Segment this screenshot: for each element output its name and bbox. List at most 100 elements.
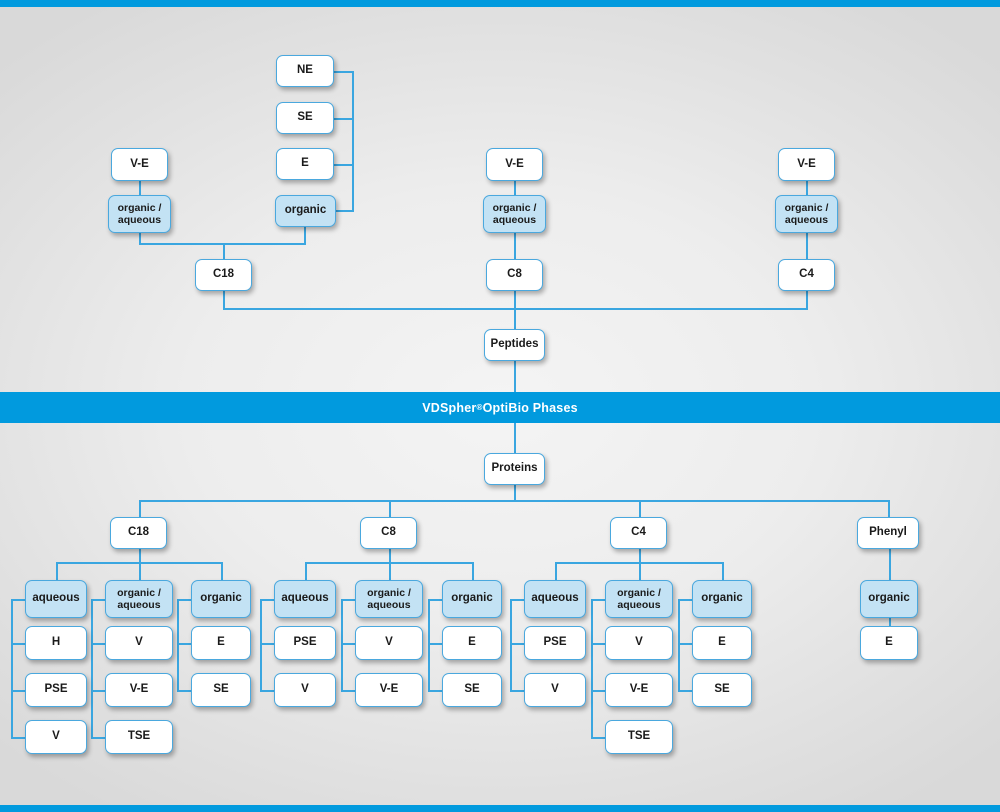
proteins-c4-group-0-item-1[interactable]: V bbox=[524, 673, 586, 707]
proteins-phenyl-group-0-header[interactable]: organic bbox=[860, 580, 918, 618]
proteins-c18-group-2-item-1[interactable]: SE bbox=[191, 673, 251, 707]
connector-bus-to-peptides bbox=[514, 308, 516, 329]
node-label: V bbox=[385, 636, 393, 649]
proteins-c8-group-1-header[interactable]: organic /aqueous bbox=[355, 580, 423, 618]
node-label: SE bbox=[464, 683, 480, 696]
proteins-c8-group-0-item-0[interactable]: PSE bbox=[274, 626, 336, 660]
peptides-c8-ve-node[interactable]: V-E bbox=[486, 148, 543, 181]
connector-oa-down bbox=[139, 233, 141, 243]
connector-branch-down-0 bbox=[139, 549, 141, 562]
banner-text-before: VDSpher bbox=[422, 400, 477, 415]
connector-c18-merge-bus bbox=[139, 243, 306, 245]
node-label: organic bbox=[868, 592, 910, 605]
connector-bus-to-branch-2 bbox=[639, 500, 641, 517]
node-label: organic bbox=[701, 592, 743, 605]
proteins-branch-c18-node[interactable]: C18 bbox=[110, 517, 167, 549]
connector-bus-to-header-1-0 bbox=[260, 599, 274, 601]
proteins-c18-group-1-header[interactable]: organic /aqueous bbox=[105, 580, 173, 618]
connector-e-to-bus bbox=[334, 164, 354, 166]
proteins-c18-group-1-item-2[interactable]: TSE bbox=[105, 720, 173, 754]
proteins-c4-group-2-header[interactable]: organic bbox=[692, 580, 752, 618]
proteins-c4-group-1-header[interactable]: organic /aqueous bbox=[605, 580, 673, 618]
connector-phenyl-down bbox=[889, 549, 891, 580]
proteins-c18-group-2-item-0[interactable]: E bbox=[191, 626, 251, 660]
proteins-branch-c4-node[interactable]: C4 bbox=[610, 517, 667, 549]
proteins-c8-group-1-item-1[interactable]: V-E bbox=[355, 673, 423, 707]
connector-proteins-bus bbox=[139, 500, 890, 502]
connector-bus-to-header-2-1 bbox=[591, 599, 605, 601]
peptides-c18-organic-aqueous-node[interactable]: organic /aqueous bbox=[108, 195, 171, 233]
connector-group-bus-0-1 bbox=[91, 599, 93, 737]
peptides-c4-ve-node[interactable]: V-E bbox=[778, 148, 835, 181]
proteins-c8-group-2-item-0[interactable]: E bbox=[442, 626, 502, 660]
node-label: E bbox=[301, 157, 309, 170]
connector-bus-to-item-0-0-1 bbox=[11, 690, 25, 692]
peptides-c8-node[interactable]: C8 bbox=[486, 259, 543, 291]
proteins-c8-group-0-item-1[interactable]: V bbox=[274, 673, 336, 707]
proteins-c4-group-2-item-0[interactable]: E bbox=[692, 626, 752, 660]
proteins-c18-group-0-header[interactable]: aqueous bbox=[25, 580, 87, 618]
proteins-c18-group-0-item-0[interactable]: H bbox=[25, 626, 87, 660]
proteins-phenyl-item-0[interactable]: E bbox=[860, 626, 918, 660]
connector-merge-to-c18 bbox=[223, 243, 225, 259]
connector-bus-to-item-1-0-0 bbox=[260, 643, 274, 645]
connector-bus-to-item-0-2-0 bbox=[177, 643, 191, 645]
connector-bus-to-item-1-1-0 bbox=[341, 643, 355, 645]
proteins-c4-group-0-item-0[interactable]: PSE bbox=[524, 626, 586, 660]
connector-bus-to-header-2-2 bbox=[678, 599, 692, 601]
peptides-c18-ve-node[interactable]: V-E bbox=[111, 148, 168, 181]
connector-bus-to-item-2-2-1 bbox=[678, 690, 692, 692]
proteins-c4-group-1-item-1[interactable]: V-E bbox=[605, 673, 673, 707]
connector-bus-to-item-0-1-0 bbox=[91, 643, 105, 645]
peptides-c18-se-node[interactable]: SE bbox=[276, 102, 334, 134]
proteins-c18-group-0-item-2[interactable]: V bbox=[25, 720, 87, 754]
proteins-c4-group-2-item-1[interactable]: SE bbox=[692, 673, 752, 707]
proteins-branch-c8-node[interactable]: C8 bbox=[360, 517, 417, 549]
proteins-c18-group-1-item-1[interactable]: V-E bbox=[105, 673, 173, 707]
proteins-branch-phenyl-node[interactable]: Phenyl bbox=[857, 517, 919, 549]
peptides-c8-organic-aqueous-node[interactable]: organic /aqueous bbox=[483, 195, 546, 233]
connector-bus-to-item-2-1-1 bbox=[591, 690, 605, 692]
connector-bus-to-header-1-1 bbox=[341, 599, 355, 601]
connector-bus-to-item-2-1-0 bbox=[591, 643, 605, 645]
proteins-root-node[interactable]: Proteins bbox=[484, 453, 545, 485]
proteins-c18-group-0-item-1[interactable]: PSE bbox=[25, 673, 87, 707]
connector-fan-to-group-0-1 bbox=[139, 562, 141, 580]
peptides-c4-node[interactable]: C4 bbox=[778, 259, 835, 291]
connector-bus-to-item-2-1-2 bbox=[591, 737, 605, 739]
connector-fan-to-group-2-2 bbox=[722, 562, 724, 580]
connector-bus-to-branch-1 bbox=[389, 500, 391, 517]
node-label: C18 bbox=[212, 268, 235, 281]
proteins-c8-group-0-header[interactable]: aqueous bbox=[274, 580, 336, 618]
node-label: organic /aqueous bbox=[617, 586, 661, 611]
node-label: V-E bbox=[629, 683, 649, 696]
proteins-c18-group-1-item-0[interactable]: V bbox=[105, 626, 173, 660]
node-label: SE bbox=[213, 683, 229, 696]
node-label: organic /aqueous bbox=[492, 201, 537, 226]
product-banner: VDSpher® OptiBio Phases bbox=[0, 392, 1000, 423]
peptides-c4-organic-aqueous-node[interactable]: organic /aqueous bbox=[775, 195, 838, 233]
proteins-c4-group-0-header[interactable]: aqueous bbox=[524, 580, 586, 618]
proteins-c8-group-2-header[interactable]: organic bbox=[442, 580, 502, 618]
connector-oa-to-c4 bbox=[806, 233, 808, 259]
peptides-c18-ne-node[interactable]: NE bbox=[276, 55, 334, 87]
node-label: NE bbox=[297, 64, 313, 77]
connector-fan-to-group-1-2 bbox=[472, 562, 474, 580]
proteins-c4-group-1-item-0[interactable]: V bbox=[605, 626, 673, 660]
proteins-c8-group-1-item-0[interactable]: V bbox=[355, 626, 423, 660]
connector-bus-to-item-1-1-1 bbox=[341, 690, 355, 692]
connector-phenyl-group-to-item bbox=[889, 618, 891, 626]
connector-bus-to-item-1-2-0 bbox=[428, 643, 442, 645]
node-label: aqueous bbox=[281, 592, 329, 605]
peptides-c18-organic-node[interactable]: organic bbox=[275, 195, 336, 227]
proteins-c8-group-2-item-1[interactable]: SE bbox=[442, 673, 502, 707]
connector-peptides-to-banner bbox=[514, 361, 516, 392]
proteins-c18-group-2-header[interactable]: organic bbox=[191, 580, 251, 618]
peptides-c18-node[interactable]: C18 bbox=[195, 259, 252, 291]
node-label: SE bbox=[714, 683, 730, 696]
peptides-c18-e-node[interactable]: E bbox=[276, 148, 334, 180]
peptides-root-node[interactable]: Peptides bbox=[484, 329, 545, 361]
top-accent-bar bbox=[0, 0, 1000, 7]
proteins-c4-group-1-item-2[interactable]: TSE bbox=[605, 720, 673, 754]
